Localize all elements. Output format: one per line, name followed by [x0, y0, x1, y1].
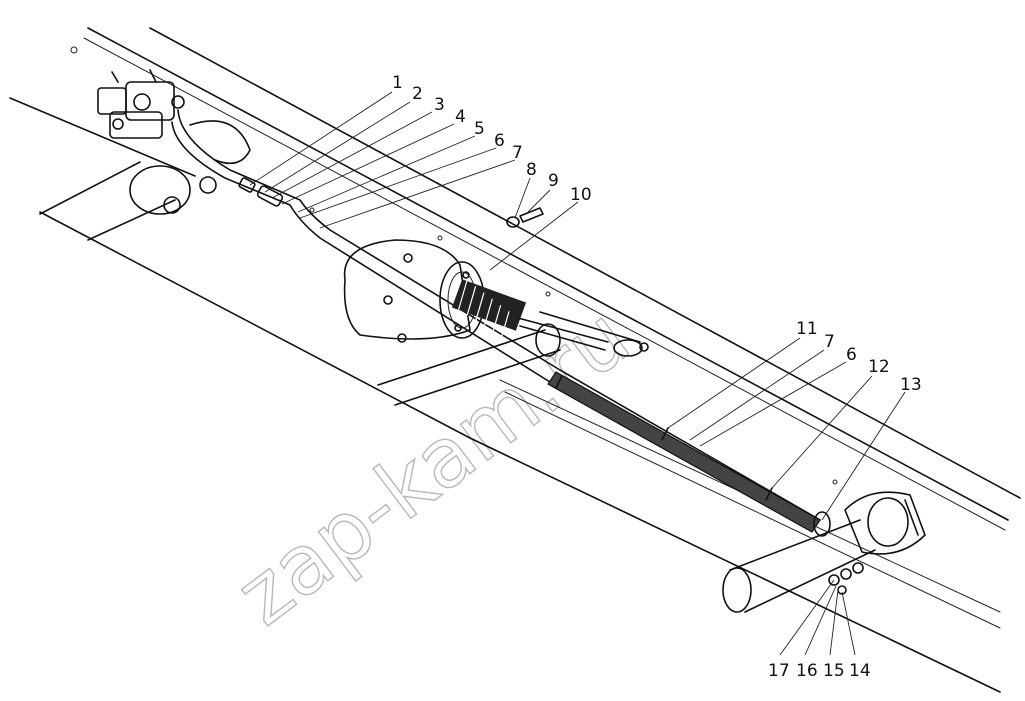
callout-15: 15	[823, 661, 845, 681]
callout-12: 12	[868, 357, 890, 377]
callout-4: 4	[455, 107, 466, 127]
callout-6b: 6	[846, 345, 857, 365]
front-cross-tube	[9, 97, 251, 241]
watermark: zap-kam.ru	[220, 290, 647, 644]
callout-17: 17	[768, 661, 790, 681]
callout-7: 7	[512, 143, 523, 163]
leader-lines	[249, 91, 906, 656]
bolt-and-washer	[506, 207, 544, 228]
callout-3: 3	[434, 95, 445, 115]
callout-7b: 7	[824, 332, 835, 352]
callout-14: 14	[849, 661, 871, 681]
callout-10: 10	[570, 185, 592, 205]
callout-11: 11	[796, 319, 818, 339]
rear-axle-bracket	[722, 491, 926, 613]
callout-9: 9	[548, 171, 559, 191]
lower-cross-tube	[377, 323, 561, 406]
callout-1: 1	[392, 73, 403, 93]
callout-8: 8	[526, 160, 537, 180]
callout-13: 13	[900, 375, 922, 395]
bellows-boot	[451, 279, 527, 341]
brake-valve	[97, 69, 185, 139]
callout-16: 16	[796, 661, 818, 681]
callout-2: 2	[412, 84, 423, 104]
callout-6: 6	[494, 131, 505, 151]
callout-5: 5	[474, 119, 485, 139]
brake-lines	[171, 109, 821, 529]
push-rod	[517, 311, 649, 357]
callout-labels: 1 2 3 4 5 6 7 8 9 10 11 7 6 12 13 17 16 …	[392, 73, 922, 681]
hose-cover	[547, 371, 831, 537]
